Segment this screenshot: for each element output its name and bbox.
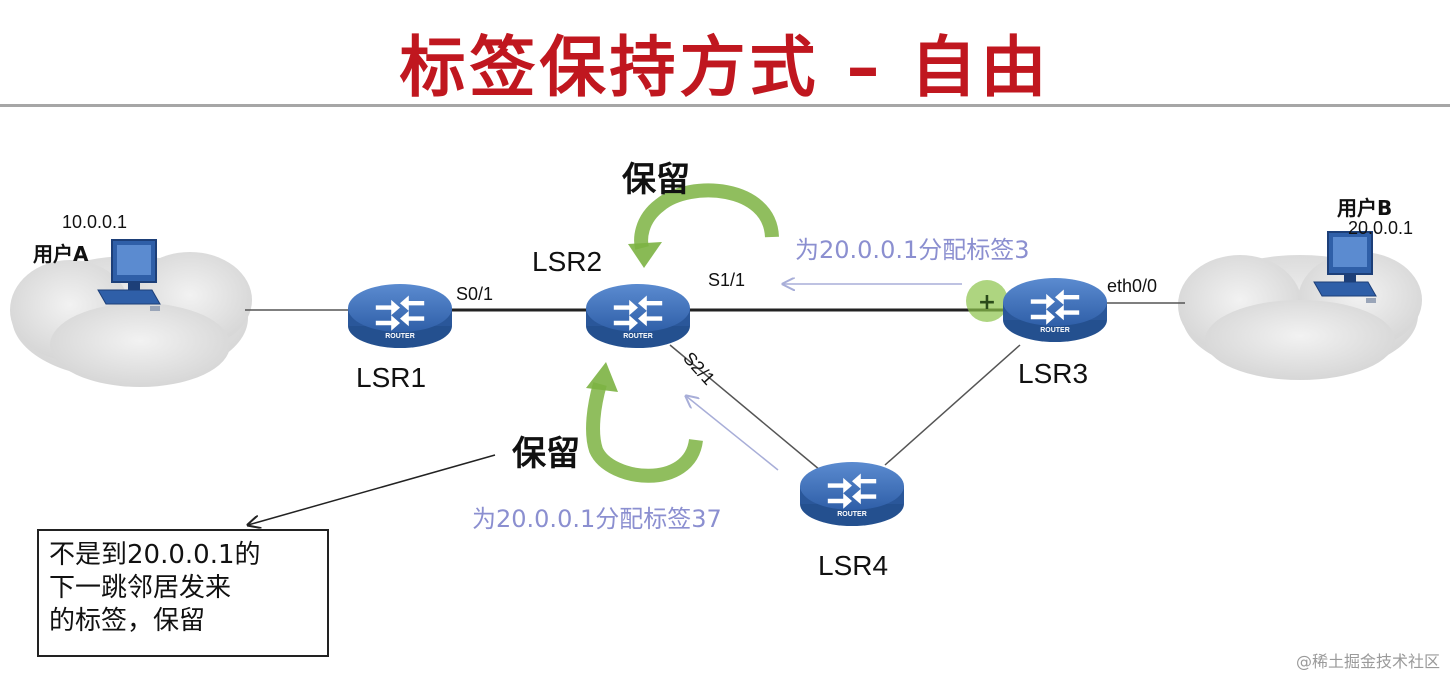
retain-label-top: 保留 [622,160,690,200]
router-lsr1[interactable] [348,284,452,348]
retain-arrow-bottom [586,362,703,483]
cloud-userB [1178,252,1422,380]
pc-icon-userA[interactable] [97,239,161,311]
pc-icon-userB[interactable] [1313,231,1377,303]
iface-s0-1: S0/1 [456,284,494,304]
router-name-lsr4: LSR4 [818,550,889,581]
retain-arrow-top [628,183,779,268]
assign-label-3: 为20.0.0.1分配标签3 [795,236,1030,264]
note-line-3: 的标签，保留 [49,606,206,636]
assign-label-37: 为20.0.0.1分配标签37 [472,505,722,533]
router-badge-lsr2: ROUTER [623,333,653,340]
arrow-label-lsr4-to-lsr2 [686,396,779,471]
link-lsr2-lsr4 [669,344,821,471]
router-badge-lsr3: ROUTER [1040,327,1070,334]
watermark: @稀土掘金技术社区 [1295,652,1440,671]
iface-s1-1: S1/1 [708,270,746,290]
cloud-userA [10,252,252,387]
router-lsr2[interactable] [586,284,690,348]
router-name-lsr2: LSR2 [532,246,603,277]
iface-eth0-0: eth0/0 [1107,276,1158,296]
note-line-1: 不是到20.0.0.1的 [49,540,261,570]
userB-label: 用户B [1337,196,1393,220]
lsr3-plus-marker [966,280,1008,322]
page-title: 标签保持方式 – 自由 [399,29,1051,106]
arrow-note-pointer [248,454,496,525]
retain-label-bottom: 保留 [512,434,580,474]
note-line-2: 下一跳邻居发来 [49,573,232,603]
userB-ip: 20.0.0.1 [1348,218,1414,238]
router-lsr3[interactable] [1003,278,1107,342]
title-divider [0,104,1450,107]
router-badge-lsr4: ROUTER [837,511,867,518]
note-box: 不是到20.0.0.1的 下一跳邻居发来 的标签，保留 [37,529,329,657]
router-lsr4[interactable] [800,462,904,526]
router-name-lsr3: LSR3 [1018,358,1089,389]
plus-sign: + [978,290,996,315]
router-badge-lsr1: ROUTER [385,333,415,340]
userA-label: 用户A [33,242,89,266]
router-name-lsr1: LSR1 [356,362,427,393]
link-lsr3-lsr4 [884,344,1021,466]
userA-ip: 10.0.0.1 [62,212,128,232]
